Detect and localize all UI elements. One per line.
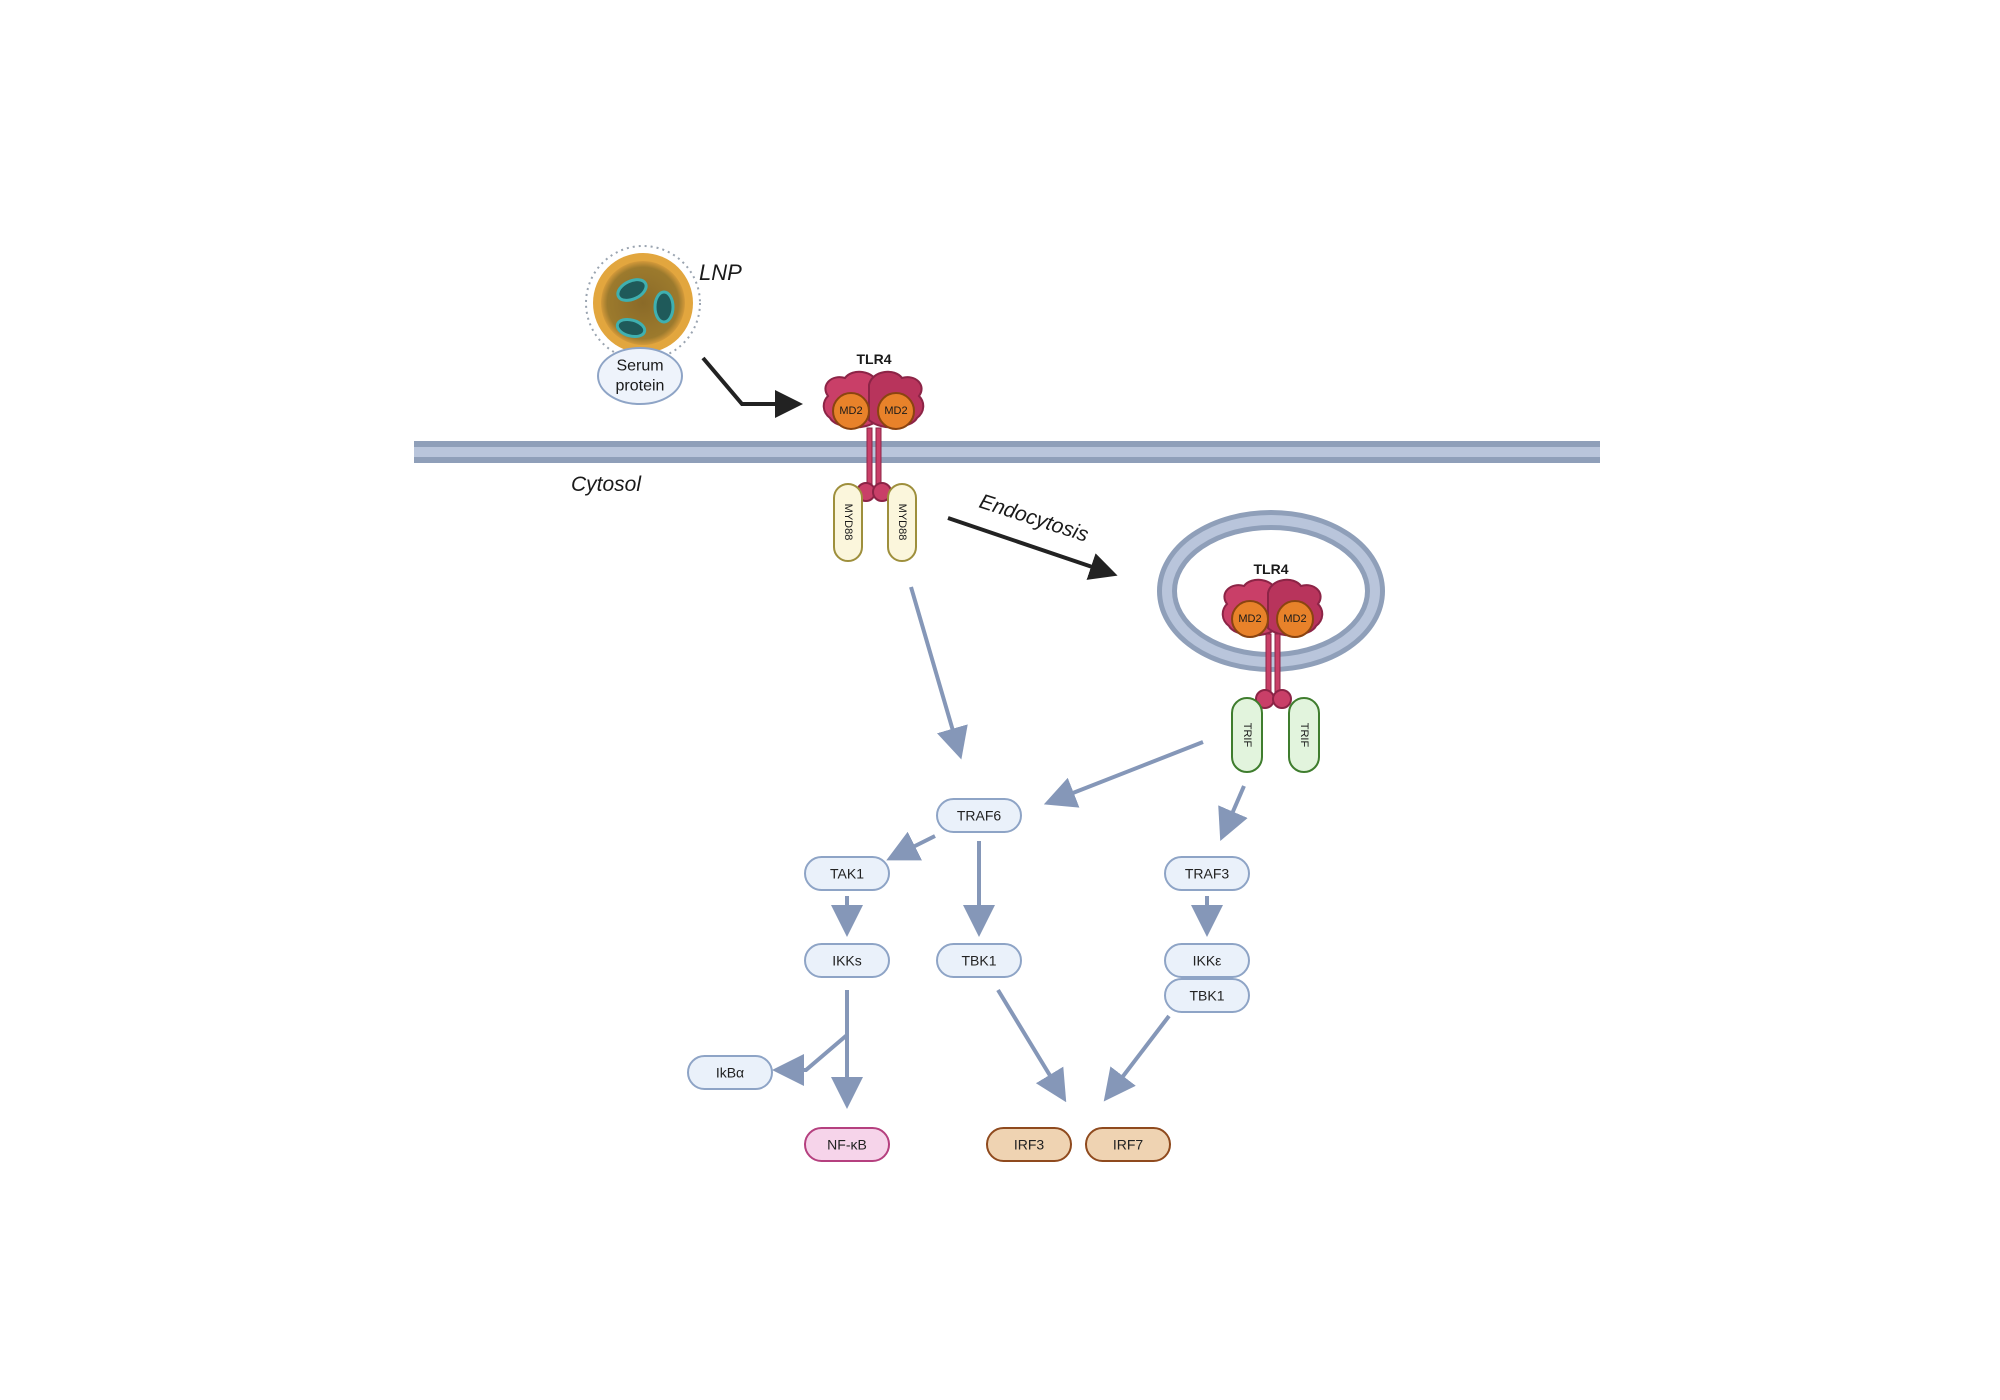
- tak1-label: TAK1: [830, 866, 864, 882]
- ikba-label: IkBα: [716, 1065, 744, 1081]
- arrow-ikke-tbk1-to-irf7: [1103, 1014, 1171, 1102]
- tbk1-left-label: TBK1: [961, 953, 996, 969]
- node-ikke: IKKε: [1164, 943, 1250, 978]
- traf6-label: TRAF6: [957, 808, 1002, 824]
- lnp-particle-icon: [585, 245, 701, 361]
- md2-endo-left: [1231, 600, 1269, 638]
- trif-left: TRIF: [1231, 697, 1263, 773]
- node-tbk1-right: TBK1: [1164, 978, 1250, 1013]
- trif-right-label: TRIF: [1298, 723, 1310, 748]
- serum-protein: Serum protein: [597, 347, 683, 405]
- binding-arrow: [701, 356, 803, 418]
- node-tak1: TAK1: [804, 856, 890, 891]
- myd88-left: MYD88: [833, 483, 863, 562]
- md2-left-label: MD2: [839, 405, 862, 417]
- node-ikba: IkBα: [687, 1055, 773, 1090]
- serum-protein-label-line2: protein: [616, 378, 665, 395]
- node-irf7: IRF7: [1085, 1127, 1171, 1162]
- node-irf3: IRF3: [986, 1127, 1072, 1162]
- node-tbk1-left: TBK1: [936, 943, 1022, 978]
- traf3-label: TRAF3: [1185, 866, 1230, 882]
- arrow-trif-to-traf3: [1218, 785, 1248, 842]
- cytosol-label: Cytosol: [571, 473, 642, 496]
- plasma-membrane: [414, 441, 1600, 463]
- tlr4-stalk-right: [875, 427, 882, 487]
- arrow-ikks-to-ikba: [772, 1033, 849, 1086]
- myd88-left-label: MYD88: [842, 504, 854, 541]
- tlr4-surface-label: TLR4: [857, 351, 892, 367]
- ikke-label: IKKε: [1193, 953, 1222, 969]
- signaling-arrows: [772, 586, 1248, 1109]
- arrow-myd88-to-traf6: [909, 586, 968, 760]
- tlr4-endo-tir-right: [1272, 689, 1292, 709]
- nfkb-label: NF-κB: [827, 1137, 867, 1153]
- tlr4-endo-stalk-left: [1265, 633, 1272, 695]
- md2-right-label: MD2: [884, 405, 907, 417]
- md2-endo-right: [1276, 600, 1314, 638]
- trif-left-label: TRIF: [1241, 723, 1253, 748]
- arrow-traf6-to-tak1: [886, 831, 936, 861]
- tlr4-endo-stalk-right: [1274, 633, 1281, 695]
- node-ikks: IKKs: [804, 943, 890, 978]
- irf7-label: IRF7: [1113, 1137, 1144, 1153]
- node-traf3: TRAF3: [1164, 856, 1250, 891]
- lnp-label: LNP: [699, 260, 742, 285]
- ikks-label: IKKs: [832, 953, 862, 969]
- myd88-right-label: MYD88: [896, 504, 908, 541]
- md2-endo-left-label: MD2: [1238, 613, 1261, 625]
- endocytosis-label: Endocytosis: [976, 490, 1091, 547]
- tlr4-surface-complex: TLR4 MD2 MD2: [822, 351, 925, 502]
- tlr4-endosome-label: TLR4: [1254, 561, 1289, 577]
- md2-endo-right-label: MD2: [1283, 613, 1306, 625]
- trif-right: TRIF: [1288, 697, 1320, 773]
- node-traf6: TRAF6: [936, 798, 1022, 833]
- irf3-label: IRF3: [1014, 1137, 1045, 1153]
- tbk1-right-label: TBK1: [1189, 988, 1224, 1004]
- md2-right: [877, 392, 915, 430]
- md2-left: [832, 392, 870, 430]
- endocytosis-arrow: [947, 516, 1118, 580]
- arrow-trif-to-traf6: [1043, 740, 1204, 808]
- arrow-tbk1-to-irf3: [996, 988, 1067, 1103]
- node-nfkb: NF-κB: [804, 1127, 890, 1162]
- myd88-right: MYD88: [887, 483, 917, 562]
- serum-protein-label-line1: Serum: [616, 358, 663, 375]
- tlr4-endosome-complex: TLR4 MD2 MD2: [1221, 561, 1324, 709]
- tlr4-stalk-left: [866, 427, 873, 487]
